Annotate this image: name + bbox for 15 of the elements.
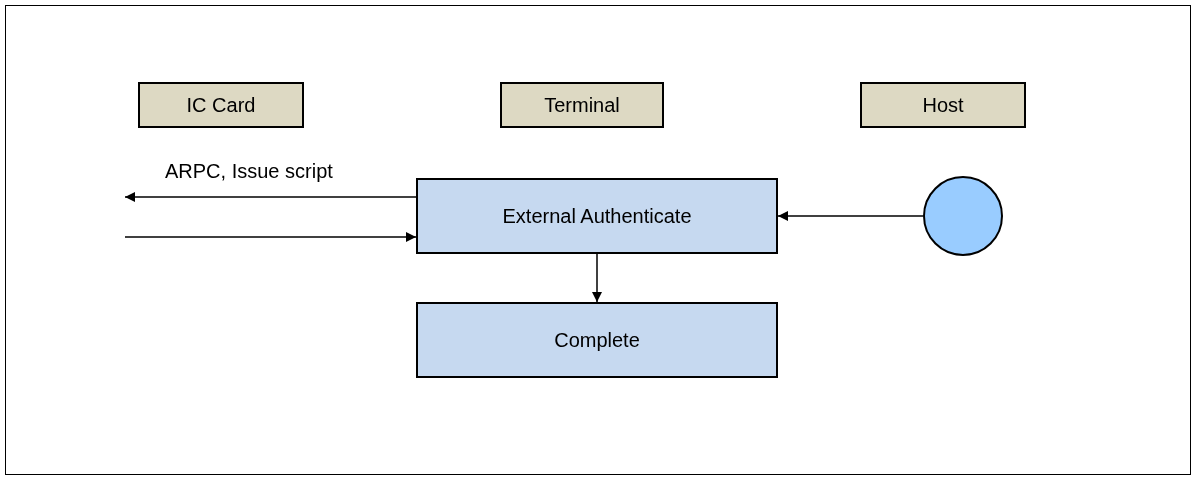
node-label: Complete xyxy=(554,328,640,352)
participant-box xyxy=(138,82,304,128)
node-label: External Authenticate xyxy=(502,204,692,228)
edge-label: ARPC, Issue script xyxy=(165,160,333,183)
arrow xyxy=(592,253,602,303)
arrow xyxy=(777,211,924,221)
node-label: Terminal xyxy=(544,93,620,117)
arrow xyxy=(124,232,417,242)
node-label: IC Card xyxy=(186,93,256,117)
arrow xyxy=(124,192,417,202)
process-box xyxy=(416,302,778,378)
participant-box xyxy=(860,82,1026,128)
process-box xyxy=(416,178,778,254)
participant-box xyxy=(500,82,664,128)
node-label: Host xyxy=(922,93,964,117)
